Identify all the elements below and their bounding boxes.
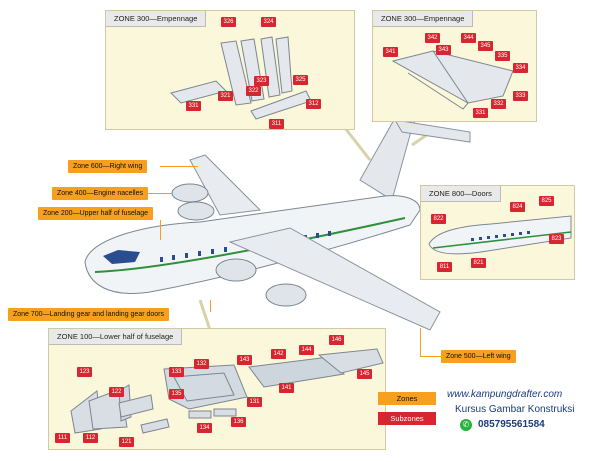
- subzone-badge: 335: [495, 51, 510, 61]
- subzone-badge: 343: [436, 45, 451, 55]
- empennage-left-parts: [170, 36, 312, 120]
- panel-title: ZONE 100—Lower half of fuselage: [49, 329, 183, 345]
- subzone-badge: 322: [246, 86, 261, 96]
- panel-title: ZONE 300—Empennage: [106, 11, 207, 27]
- fuselage-stripe: [94, 217, 406, 273]
- engine-4: [177, 201, 215, 221]
- subzone-badge: 333: [513, 91, 528, 101]
- fuselage-callout-line: [198, 299, 212, 331]
- panel-empennage-right: ZONE 300—Empennage 342 344 341 343 345 3…: [372, 10, 537, 122]
- zone-label-upper-fuselage: Zone 200—Upper half of fuselage: [38, 207, 154, 220]
- subzone-badge: 312: [306, 99, 321, 109]
- subzone-badge: 326: [221, 17, 236, 27]
- subzone-badge: 146: [329, 335, 344, 345]
- subzone-badge: 134: [197, 423, 212, 433]
- subzone-badge: 823: [549, 234, 564, 244]
- subzone-badge: 135: [169, 389, 184, 399]
- subzone-badge: 331: [473, 108, 488, 118]
- empennage-callout-line: [343, 127, 372, 161]
- panel-title: ZONE 300—Empennage: [373, 11, 474, 27]
- subzone-badge: 341: [383, 47, 398, 57]
- subzone-badge: 121: [119, 437, 134, 447]
- cockpit-window: [103, 250, 140, 264]
- subzone-badge: 311: [269, 119, 284, 129]
- subzone-badge: 324: [261, 17, 276, 27]
- zone-label-left-wing: Zone 500—Left wing: [441, 350, 516, 363]
- zone-label-engine-nacelles: Zone 400—Engine nacelles: [52, 187, 149, 200]
- engine-3: [171, 183, 209, 203]
- legend-zones: Zones: [378, 392, 436, 405]
- right-wing: [189, 154, 262, 216]
- subzone-badge: 143: [237, 355, 252, 365]
- subzone-badge: 144: [299, 345, 314, 355]
- panel-title: ZONE 800—Doors: [421, 186, 501, 202]
- zone-label-right-wing: Zone 600—Right wing: [68, 160, 148, 173]
- subzone-badge: 332: [491, 99, 506, 109]
- leader-line: [210, 300, 211, 312]
- subzone-badge: 321: [218, 91, 233, 101]
- panel-doors: ZONE 800—Doors 825 824 822 823 811 821: [420, 185, 575, 280]
- engine-2: [265, 283, 307, 307]
- subzone-badge: 323: [254, 76, 269, 86]
- leader-line: [160, 166, 198, 167]
- subzone-badge: 136: [231, 417, 246, 427]
- subzone-badge: 122: [109, 387, 124, 397]
- subzone-badge: 825: [539, 196, 554, 206]
- subzone-badge: 145: [357, 369, 372, 379]
- panel-empennage-left: ZONE 300—Empennage 326 324 323 325 321 3…: [105, 10, 355, 130]
- leader-line: [420, 356, 441, 357]
- empennage-right-parts: [391, 50, 514, 110]
- engine-1: [215, 258, 257, 282]
- subzone-badge: 141: [279, 383, 294, 393]
- subzone-badge: 345: [478, 41, 493, 51]
- doors-fuselage: [428, 215, 572, 255]
- subzone-badge: 342: [425, 33, 440, 43]
- subzone-badge: 112: [83, 433, 98, 443]
- watermark-phone: 085795561584: [478, 419, 545, 430]
- whatsapp-icon: ✆: [460, 419, 472, 431]
- subzone-badge: 334: [513, 63, 528, 73]
- horizontal-stabilizer: [394, 119, 471, 143]
- panel-lower-fuselage: ZONE 100—Lower half of fuselage 123 133 …: [48, 328, 386, 450]
- left-wing: [228, 227, 441, 331]
- subzone-badge: 123: [77, 367, 92, 377]
- legend-subzones: Subzones: [378, 412, 436, 425]
- leader-line: [420, 328, 421, 356]
- subzone-badge: 111: [55, 433, 70, 443]
- leader-line: [148, 193, 173, 194]
- subzone-badge: 131: [247, 397, 262, 407]
- subzone-badge: 821: [471, 258, 486, 268]
- subzone-badge: 811: [437, 262, 452, 272]
- subzone-badge: 325: [293, 75, 308, 85]
- subzone-badge: 824: [510, 202, 525, 212]
- subzone-badge: 344: [461, 33, 476, 43]
- leader-line: [160, 220, 161, 240]
- subzone-badge: 132: [194, 359, 209, 369]
- watermark-site: www.kampungdrafter.com: [447, 389, 563, 400]
- subzone-badge: 142: [271, 349, 286, 359]
- subzone-badge: 133: [169, 367, 184, 377]
- subzone-badge: 822: [431, 214, 446, 224]
- watermark-subtitle: Kursus Gambar Konstruksi: [455, 404, 575, 415]
- zone-label-landing-gear: Zone 700—Landing gear and landing gear d…: [8, 308, 170, 321]
- subzone-badge: 331: [186, 101, 201, 111]
- lower-fuselage-parts: [70, 348, 384, 434]
